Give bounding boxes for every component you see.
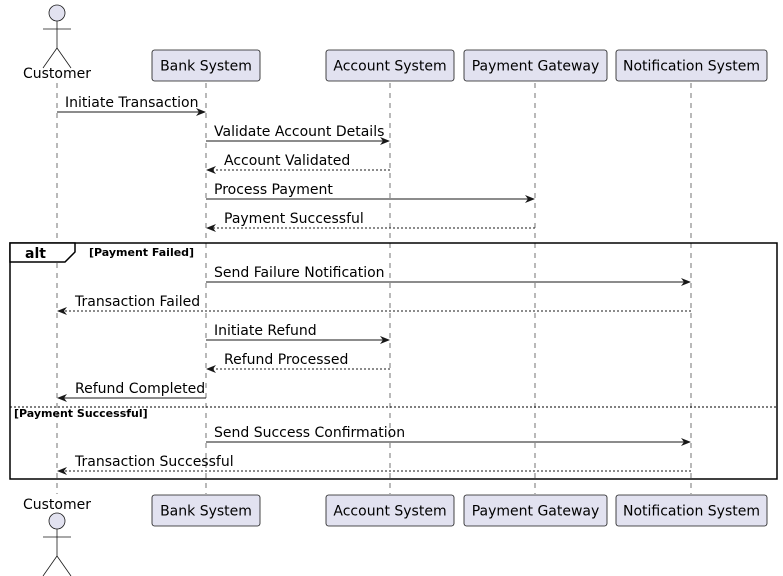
alt-tag-box (9, 242, 76, 263)
participant-box-rect (325, 49, 455, 82)
actor-top[interactable]: Customer (23, 4, 91, 82)
participant-box-gateway-bottom[interactable]: Payment Gateway (463, 494, 608, 527)
message-label: Transaction Failed (74, 294, 200, 310)
message-2: Validate Account Details (206, 124, 390, 145)
participant-label: Notification System (623, 59, 760, 75)
participant-label: Customer (23, 497, 91, 513)
message-9: Refund Processed (206, 352, 390, 373)
message-label: Send Success Confirmation (214, 425, 405, 441)
alt-tag-label: alt (25, 246, 46, 262)
participant-box-account-top[interactable]: Account System (325, 49, 455, 82)
participant-label: Bank System (160, 59, 252, 75)
actor-leg-icon (56, 47, 72, 69)
alt-fragment: alt [Payment Failed] [Payment Successful] (9, 242, 778, 480)
actor-bottom[interactable]: Customer (23, 497, 91, 576)
alt-condition-label: [Payment Successful] (14, 407, 148, 420)
participant-label: Notification System (623, 504, 760, 520)
participant-box-rect (463, 49, 608, 82)
message-label: Transaction Successful (74, 454, 234, 470)
message-label: Send Failure Notification (214, 265, 385, 281)
participant-box-rect (463, 494, 608, 527)
message-8: Initiate Refund (206, 323, 390, 344)
participant-box-notify-bottom[interactable]: Notification System (615, 494, 768, 527)
actor-head-icon (48, 512, 66, 530)
alt-condition-label: [Payment Failed] (89, 246, 194, 259)
message-label: Process Payment (214, 182, 333, 198)
message-1: Initiate Transaction (57, 95, 206, 116)
message-4: Process Payment (206, 182, 535, 203)
alt-fragment-frame (9, 242, 778, 480)
participant-box-notify-top[interactable]: Notification System (615, 49, 768, 82)
participant-box-rect (325, 494, 455, 527)
message-6: Send Failure Notification (206, 265, 691, 286)
participant-box-rect (615, 49, 768, 82)
message-5: Payment Successful (206, 211, 535, 232)
message-12: Transaction Successful (57, 454, 691, 475)
message-label: Refund Processed (224, 352, 348, 368)
message-label: Payment Successful (224, 211, 364, 227)
participant-box-rect (151, 49, 261, 82)
message-3: Account Validated (206, 153, 390, 174)
message-label: Initiate Refund (214, 323, 317, 339)
participant-box-bank-bottom[interactable]: Bank System (151, 494, 261, 527)
participant-box-rect (615, 494, 768, 527)
message-11: Send Success Confirmation (206, 425, 691, 446)
message-label: Initiate Transaction (65, 95, 199, 111)
participant-label: Bank System (160, 504, 252, 520)
actor-head-icon (48, 4, 66, 22)
message-10: Refund Completed (57, 381, 206, 402)
participant-label: Payment Gateway (472, 59, 600, 75)
participant-label: Payment Gateway (472, 504, 600, 520)
message-label: Validate Account Details (214, 124, 384, 140)
actor-leg-icon (56, 555, 72, 576)
message-7: Transaction Failed (57, 294, 691, 315)
message-label: Account Validated (224, 153, 350, 169)
participant-label: Account System (333, 504, 446, 520)
participant-label: Customer (23, 66, 91, 82)
participant-label: Account System (333, 59, 446, 75)
participant-box-rect (151, 494, 261, 527)
message-label: Refund Completed (75, 381, 205, 397)
participant-box-gateway-top[interactable]: Payment Gateway (463, 49, 608, 82)
participant-box-account-bottom[interactable]: Account System (325, 494, 455, 527)
actor-leg-icon (42, 555, 58, 576)
actor-leg-icon (42, 47, 58, 69)
participant-box-bank-top[interactable]: Bank System (151, 49, 261, 82)
